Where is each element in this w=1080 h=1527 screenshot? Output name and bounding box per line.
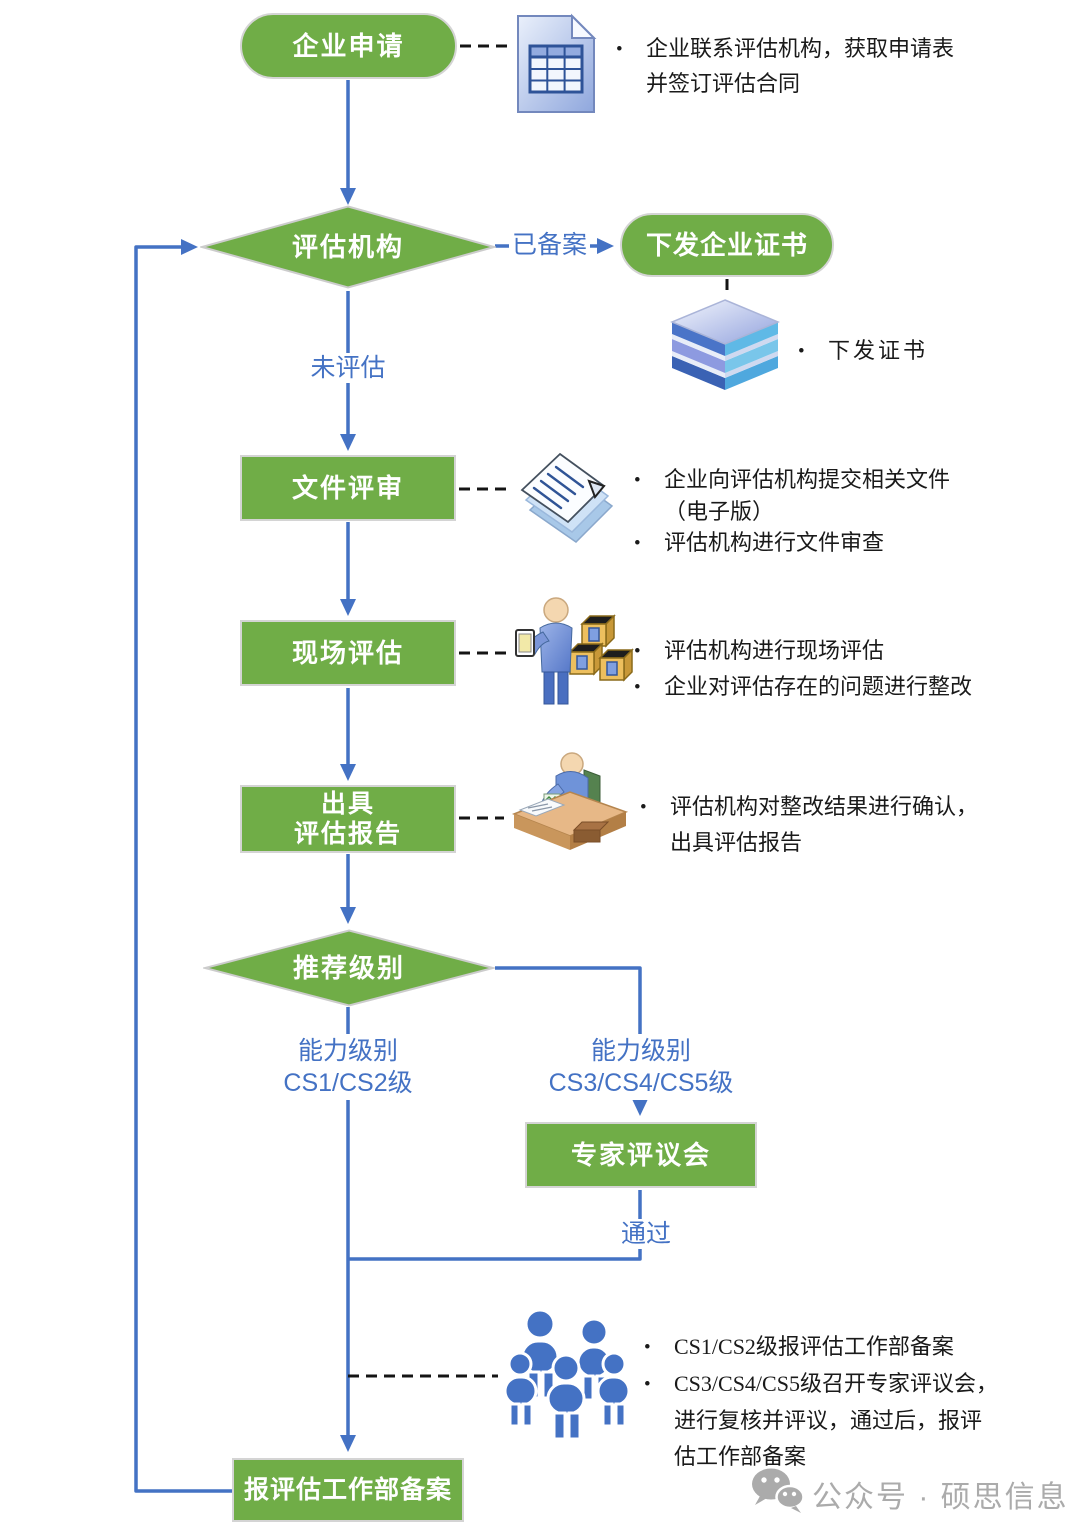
bullet-dot <box>640 825 670 826</box>
report-writer-icon <box>511 752 629 850</box>
annotation-apply: • 企业联系评估机构，获取申请表 并签订评估合同 <box>616 32 954 101</box>
onsite-assessor-icon <box>515 597 634 705</box>
node-agency-decision: 评估机构 <box>200 205 496 289</box>
node-expert-panel-label: 专家评议会 <box>570 1139 711 1170</box>
documents-stack-icon <box>520 452 614 543</box>
node-onsite-label: 现场评估 <box>291 637 404 668</box>
edge-label-left-line1: 能力级别 <box>297 1037 398 1065</box>
annotation-text: 并签订评估合同 <box>646 71 801 96</box>
bullet-dot: • <box>644 1374 651 1395</box>
application-form-icon <box>517 13 597 113</box>
watermark-text: 公众号 · 硕思信息 <box>812 1481 1069 1514</box>
annotation-line: • CS1/CS2级报评估工作部备案 <box>644 1329 998 1366</box>
annotation-text: 企业联系评估机构，获取申请表 <box>646 36 955 61</box>
annotation-text: 企业向评估机构提交相关文件 <box>664 467 951 492</box>
annotation-report: • 评估机构对整改结果进行确认， 出具评估报告 <box>640 789 978 860</box>
annotation-line: • CS3/CS4/CS5级召开专家评议会， <box>644 1366 998 1403</box>
node-start: 企业申请 <box>240 13 457 79</box>
edge-filing-loop-to-agency <box>134 239 233 1493</box>
diamond-shape <box>203 929 495 1007</box>
node-issue-report: 出具 评估报告 <box>240 785 456 853</box>
node-start-label: 企业申请 <box>292 30 405 61</box>
annotation-docreview: • 企业向评估机构提交相关文件 （电子版） • 评估机构进行文件审查 <box>634 464 950 559</box>
node-issue-certificate: 下发企业证书 <box>620 213 834 277</box>
node-level-decision: 推荐级别 <box>203 929 495 1007</box>
annotation-line: • 企业向评估机构提交相关文件 <box>634 464 950 496</box>
annotation-onsite: • 评估机构进行现场评估 • 企业对评估存在的问题进行整改 <box>634 633 972 705</box>
annotation-text: （电子版） <box>664 499 775 524</box>
annotation-line: • 企业对评估存在的问题进行整改 <box>634 669 972 705</box>
edge-label-not-assessed: 未评估 <box>307 353 389 383</box>
edge-expert-merge <box>347 1190 642 1261</box>
edge-label-passed: 通过 <box>617 1219 675 1249</box>
annotation-line: • 评估机构进行文件审查 <box>634 527 950 559</box>
node-onsite-assessment: 现场评估 <box>240 620 456 686</box>
node-issue-report-line2: 评估报告 <box>293 820 402 848</box>
annotation-cert: • 下发证书 <box>798 336 928 367</box>
annotation-text: 评估机构对整改结果进行确认， <box>670 794 979 819</box>
node-filing: 报评估工作部备案 <box>232 1458 464 1522</box>
annotation-filing: • CS1/CS2级报评估工作部备案 • CS3/CS4/CS5级召开专家评议会… <box>644 1329 998 1475</box>
bullet-dot: • <box>644 1337 651 1358</box>
edge-label-registered: 已备案 <box>509 230 591 260</box>
edge-label-left-branch: 能力级别 CS1/CS2级 <box>280 1034 416 1100</box>
annotation-line: 并签订评估合同 <box>616 67 954 101</box>
annotation-line: • 下发证书 <box>798 336 928 367</box>
edge-label-left-line2: CS1/CS2级 <box>283 1069 413 1097</box>
node-level-label: 推荐级别 <box>292 952 405 983</box>
annotation-text: 估工作部备案 <box>674 1444 807 1469</box>
annotation-text: CS1/CS2级报评估工作部备案 <box>674 1334 954 1359</box>
annotation-text: 下发证书 <box>828 338 929 363</box>
expert-group-icon <box>503 1308 631 1441</box>
annotation-line: • 评估机构对整改结果进行确认， <box>640 789 978 825</box>
annotation-text: CS3/CS4/CS5级召开专家评议会， <box>674 1371 998 1396</box>
bullet-dot: • <box>634 470 641 491</box>
bullet-dot: • <box>634 677 641 698</box>
node-doc-review: 文件评审 <box>240 455 456 521</box>
bullet-dot <box>644 1439 674 1440</box>
node-issue-certificate-label: 下发企业证书 <box>645 229 808 260</box>
bullet-dot: • <box>634 533 641 554</box>
annotation-line: • 企业联系评估机构，获取申请表 <box>616 32 954 67</box>
node-issue-report-line1: 出具 <box>320 790 375 818</box>
diamond-shape <box>200 205 496 289</box>
bullet-dot: • <box>616 39 623 60</box>
edge-label-right-line2: CS3/CS4/CS5级 <box>548 1069 734 1097</box>
bullet-dot <box>644 1403 674 1404</box>
node-doc-review-label: 文件评审 <box>291 472 404 503</box>
annotation-line: （电子版） <box>634 496 950 527</box>
node-expert-panel: 专家评议会 <box>525 1122 757 1188</box>
annotation-line: 估工作部备案 <box>644 1439 998 1475</box>
annotation-text: 企业对评估存在的问题进行整改 <box>664 674 973 699</box>
annotation-text: 出具评估报告 <box>670 830 803 855</box>
node-filing-label: 报评估工作部备案 <box>243 1476 452 1504</box>
edge-label-right-line1: 能力级别 <box>590 1037 692 1065</box>
annotation-text: 评估机构进行文件审查 <box>664 530 885 555</box>
bullet-dot: • <box>634 641 641 662</box>
certificates-stack-icon <box>670 299 780 390</box>
annotation-line: 出具评估报告 <box>640 825 978 860</box>
bullet-dot <box>616 67 646 68</box>
annotation-text: 进行复核并评议，通过后，报评 <box>674 1408 983 1433</box>
annotation-line: 进行复核并评议，通过后，报评 <box>644 1403 998 1439</box>
bullet-dot <box>634 496 664 497</box>
edge-label-right-branch: 能力级别 CS3/CS4/CS5级 <box>545 1034 737 1100</box>
wechat-icon <box>752 1468 804 1513</box>
annotation-text: 评估机构进行现场评估 <box>664 638 885 663</box>
node-agency-label: 评估机构 <box>291 231 404 262</box>
bullet-dot: • <box>798 341 805 362</box>
annotation-line: • 评估机构进行现场评估 <box>634 633 972 669</box>
bullet-dot: • <box>640 797 647 818</box>
